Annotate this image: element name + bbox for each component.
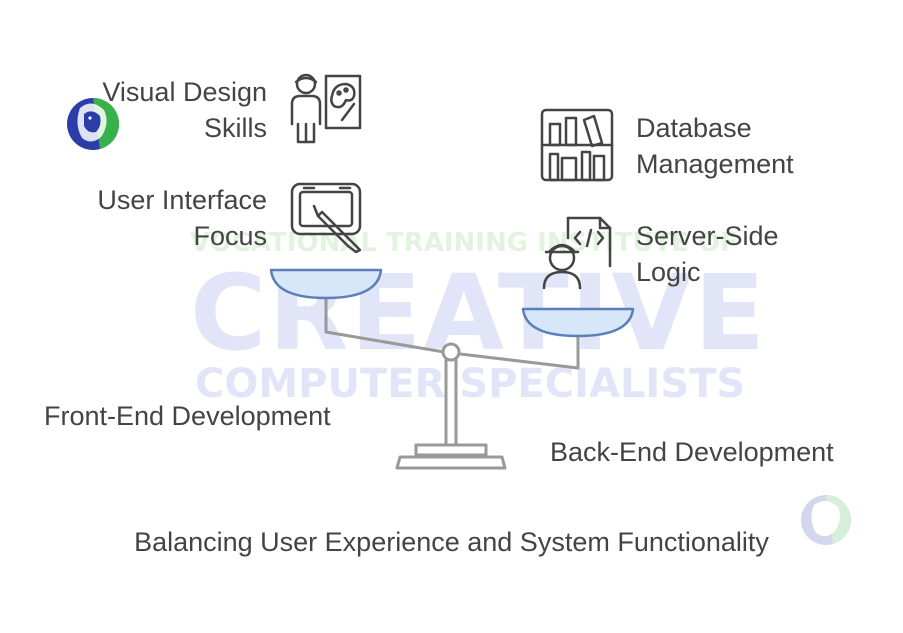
item-label-line2: Logic bbox=[636, 257, 701, 287]
left-pan bbox=[269, 268, 383, 300]
item-database-management: Database Management bbox=[636, 110, 794, 182]
diagram-title: Balancing User Experience and System Fun… bbox=[134, 527, 769, 557]
developer-code-icon bbox=[542, 216, 612, 290]
item-user-interface-focus: User Interface Focus bbox=[97, 182, 267, 254]
faded-lion-logo-icon bbox=[801, 495, 851, 545]
watermark-top-text: VOCATIONAL TRAINING INSTITUTE OF bbox=[190, 228, 738, 258]
item-label-line1: Server-Side bbox=[636, 221, 779, 251]
item-label-line2: Focus bbox=[193, 221, 267, 251]
back-end-label: Back-End Development bbox=[550, 437, 834, 467]
item-visual-design-skills: Visual Design Skills bbox=[102, 74, 267, 146]
item-label-line1: Visual Design bbox=[102, 77, 267, 107]
bookshelf-icon bbox=[540, 108, 614, 182]
item-label-line1: User Interface bbox=[97, 185, 267, 215]
watermark-sub-text: COMPUTER SPECIALISTS bbox=[195, 361, 746, 407]
tablet-pen-icon bbox=[290, 182, 362, 254]
item-label-line2: Management bbox=[636, 149, 794, 179]
item-label-line1: Database bbox=[636, 113, 752, 143]
item-server-side-logic: Server-Side Logic bbox=[636, 218, 779, 290]
front-end-label: Front-End Development bbox=[44, 401, 331, 431]
balance-scale bbox=[324, 295, 580, 470]
right-pan bbox=[521, 307, 635, 338]
designer-palette-icon bbox=[290, 73, 362, 144]
lion-logo-icon bbox=[67, 98, 119, 150]
item-label-line2: Skills bbox=[203, 113, 267, 143]
